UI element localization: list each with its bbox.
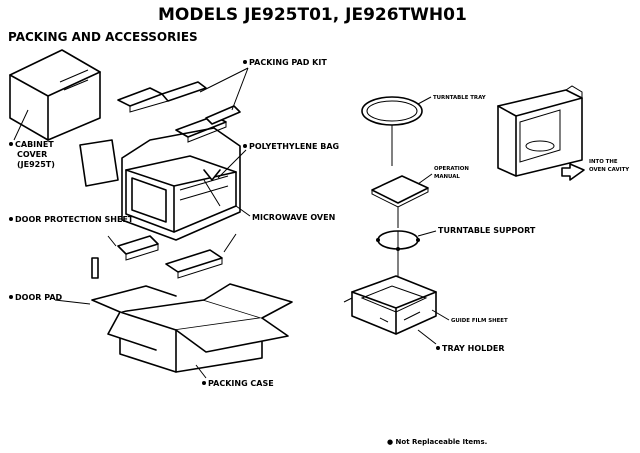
svg-text:(JE925T): (JE925T) — [17, 160, 55, 169]
cabinet-cover-label: CABINET COVER (JE925T) — [9, 140, 55, 169]
svg-text:OVEN CAVITY: OVEN CAVITY — [589, 167, 629, 173]
into-oven-cavity-label: INTO THE OVEN CAVITY — [589, 159, 629, 173]
tray-holder-label: TRAY HOLDER — [436, 344, 504, 353]
packing-pad-kit-label: PACKING PAD KIT — [243, 58, 327, 67]
microwave-oven-label: MICROWAVE OVEN — [252, 213, 335, 222]
svg-text:TURNTABLE SUPPORT: TURNTABLE SUPPORT — [438, 226, 536, 235]
svg-text:COVER: COVER — [17, 150, 47, 159]
turntable-support-leader — [417, 230, 437, 237]
svg-text:POLYETHYLENE BAG: POLYETHYLENE BAG — [249, 142, 339, 151]
packing-pad-kit-drawing — [117, 81, 241, 143]
door-protection-sheet-label: DOOR PROTECTION SHEET — [9, 215, 134, 224]
polyethylene-bag-leader — [217, 149, 247, 179]
cabinet-cover-leader — [13, 109, 29, 141]
bottom-pads-drawing — [107, 233, 237, 279]
footnote: ● Not Replaceable Items. — [387, 438, 487, 446]
turntable-tray-label: TURNTABLE TRAY — [433, 95, 486, 101]
packing-case-drawing — [91, 283, 293, 373]
guide-film-sheet-label: GUIDE FILM SHEET — [451, 318, 508, 324]
guide-film-sheet-leader — [431, 309, 450, 321]
svg-text:PACKING PAD KIT: PACKING PAD KIT — [249, 58, 327, 67]
microwave-oven-leader — [235, 205, 251, 217]
svg-text:DOOR PAD: DOOR PAD — [15, 293, 63, 302]
svg-text:TURNTABLE TRAY: TURNTABLE TRAY — [433, 95, 486, 101]
svg-text:DOOR PROTECTION SHEET: DOOR PROTECTION SHEET — [15, 215, 134, 224]
arrow-icon — [561, 163, 585, 181]
svg-text:MICROWAVE OVEN: MICROWAVE OVEN — [252, 213, 335, 222]
packing-pad-kit-leader — [199, 67, 249, 111]
turntable-support-drawing — [376, 230, 420, 251]
turntable-tray-drawing — [361, 96, 423, 126]
tray-holder-drawing — [343, 275, 437, 335]
operation-manual-drawing — [371, 175, 429, 208]
cabinet-cover-drawing — [9, 49, 101, 141]
packing-case-label: PACKING CASE — [202, 379, 274, 388]
turntable-support-label: TURNTABLE SUPPORT — [438, 226, 536, 235]
door-pad-label: DOOR PAD — [9, 293, 63, 302]
svg-text:PACKING CASE: PACKING CASE — [208, 379, 274, 388]
door-pad-leader — [54, 299, 91, 305]
microwave-oven-drawing — [121, 127, 241, 241]
svg-text:MANUAL: MANUAL — [434, 174, 460, 180]
door-pad-drawing — [91, 257, 99, 279]
svg-text:INTO THE: INTO THE — [589, 159, 618, 165]
section-heading: PACKING AND ACCESSORIES — [8, 30, 198, 44]
packing-case-leader — [195, 364, 207, 379]
oven-cavity-drawing — [497, 85, 583, 177]
diagram-title: MODELS JE925T01, JE926TWH01 — [158, 5, 467, 25]
svg-text:OPERATION: OPERATION — [434, 166, 469, 172]
svg-text:GUIDE FILM SHEET: GUIDE FILM SHEET — [451, 318, 508, 324]
tray-holder-leader — [417, 329, 437, 345]
operation-manual-label: OPERATION MANUAL — [434, 166, 469, 180]
operation-manual-leader — [417, 173, 433, 185]
door-protection-sheet-drawing — [79, 139, 119, 187]
svg-text:TRAY HOLDER: TRAY HOLDER — [442, 344, 504, 353]
turntable-tray-leader — [417, 96, 432, 105]
polyethylene-bag-label: POLYETHYLENE BAG — [243, 142, 339, 151]
svg-text:CABINET: CABINET — [15, 140, 54, 149]
